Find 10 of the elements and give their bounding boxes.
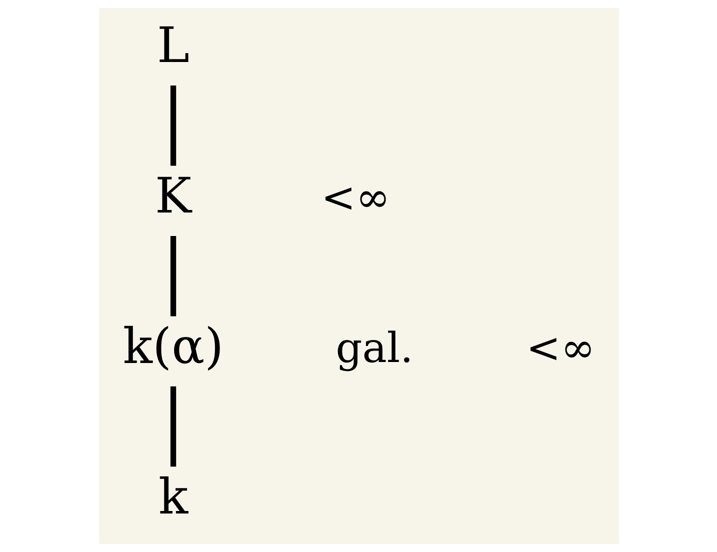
- node-text: K: [154, 168, 192, 225]
- label: <∞: [526, 324, 595, 372]
- connector: [170, 86, 176, 166]
- label: gal.: [335, 324, 413, 372]
- node-text: k(α): [122, 318, 224, 376]
- label: <∞: [320, 173, 390, 222]
- node-text: k: [158, 468, 188, 526]
- node-text: L: [156, 17, 190, 74]
- connector: [170, 386, 176, 467]
- connector: [170, 236, 176, 316]
